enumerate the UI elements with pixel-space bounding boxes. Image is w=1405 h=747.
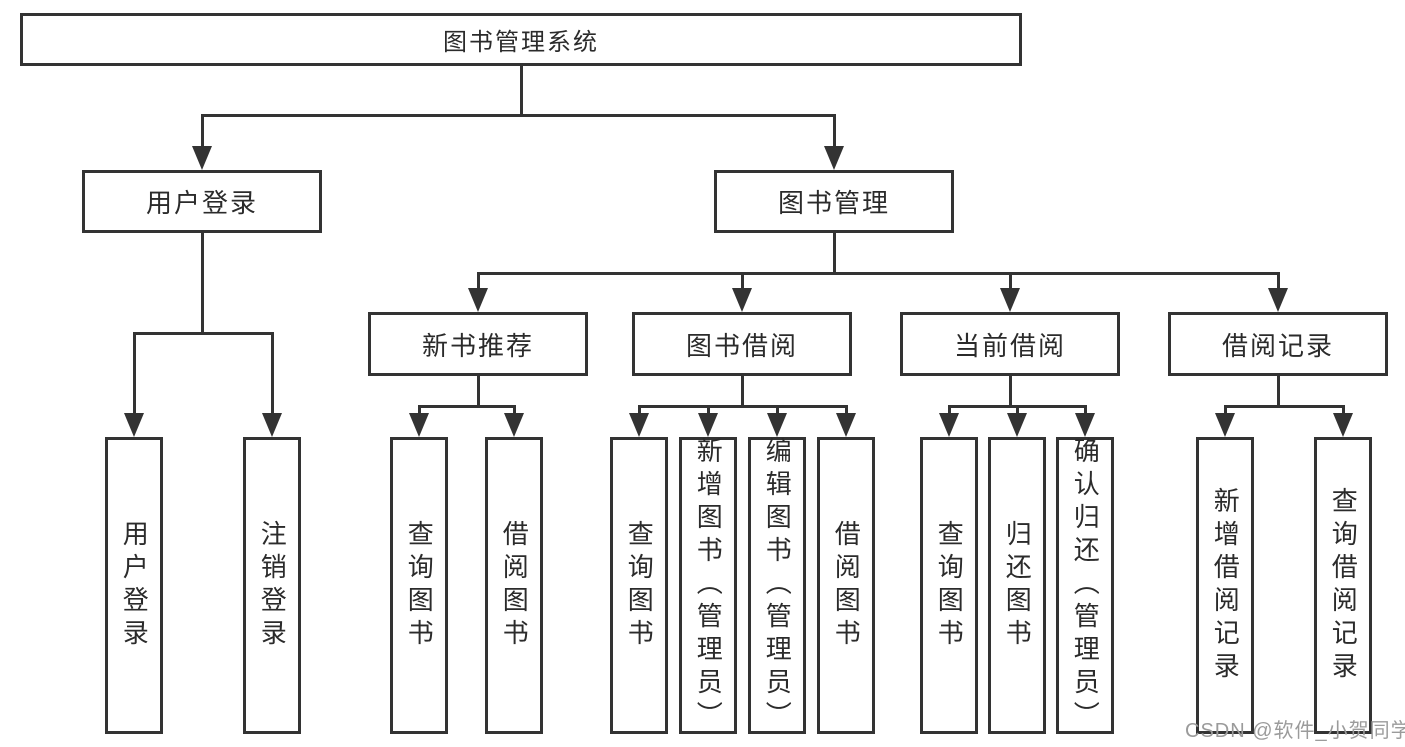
connector-arrow-line-borrow-records [1277,272,1280,290]
connector-book-management-stub [833,230,836,274]
node-user-login: 用户登录 [82,170,322,233]
connector-arrow-line-book-management [833,114,836,148]
connector-arrow-line-new-book [477,272,480,290]
connector-arrow-line-leaf-user-login [133,332,136,415]
leaf-add-borrow-record-label: 新增借阅记录 [1210,486,1241,685]
arrowhead-user-login [192,146,212,170]
connector-new-book-bar [418,405,516,408]
node-book-management: 图书管理 [714,170,954,233]
connector-arrow-line-user-login [201,114,204,148]
node-borrow-records: 借阅记录 [1168,312,1388,376]
node-book-borrow: 图书借阅 [632,312,852,376]
node-new-book-recommend: 新书推荐 [368,312,588,376]
node-root-library-system: 图书管理系统 [20,13,1022,66]
connector-arrow-line-leaf-11 [1084,405,1087,415]
leaf-query-book-recommend: 查询图书 [390,437,448,734]
arrowhead-book-management [824,146,844,170]
connector-level2-bar [201,114,835,117]
leaf-borrow-book: 借阅图书 [817,437,875,734]
connector-book-borrow-stub [741,374,744,408]
leaf-logout: 注销登录 [243,437,301,734]
leaf-query-book-borrow-label: 查询图书 [624,519,655,652]
leaf-query-book-recommend-label: 查询图书 [404,519,435,652]
connector-current-borrow-stub [1009,374,1012,408]
leaf-user-login-label: 用户登录 [119,519,150,652]
connector-arrow-line-leaf-13 [1342,405,1345,415]
arrowhead-leaf-user-login [124,413,144,437]
arrowhead-leaf-logout [262,413,282,437]
connector-arrow-line-book-borrow [741,272,744,290]
leaf-confirm-return-admin: 确认归还（管理员） [1056,437,1114,734]
leaf-add-book-admin: 新增图书（管理员） [679,437,737,734]
connector-book-borrow-bar [638,405,848,408]
arrowhead-current-borrow [1000,288,1020,312]
connector-arrow-line-leaf-4 [513,405,516,415]
connector-borrow-records-stub [1277,374,1280,408]
arrowhead-leaf-query-book-recommend [409,413,429,437]
leaf-query-borrow-record: 查询借阅记录 [1314,437,1372,734]
leaf-borrow-book-recommend-label: 借阅图书 [499,519,530,652]
arrowhead-leaf-borrow-book [836,413,856,437]
connector-level3-bar [477,272,1280,275]
node-current-borrow: 当前借阅 [900,312,1120,376]
connector-arrow-line-leaf-8 [845,405,848,415]
arrowhead-borrow-records [1268,288,1288,312]
connector-user-login-stub [201,230,204,334]
arrowhead-leaf-query-borrow-record [1333,413,1353,437]
connector-arrow-line-leaf-9 [948,405,951,415]
arrowhead-leaf-confirm-return [1075,413,1095,437]
connector-arrow-line-leaf-5 [638,405,641,415]
connector-arrow-line-leaf-12 [1224,405,1227,415]
arrowhead-leaf-borrow-book-recommend [504,413,524,437]
connector-new-book-stub [477,374,480,408]
connector-root-stub [520,66,523,116]
leaf-edit-book-admin: 编辑图书（管理员） [748,437,806,734]
connector-arrow-line-leaf-6 [707,405,710,415]
leaf-borrow-book-label: 借阅图书 [831,519,862,652]
leaf-edit-book-admin-label: 编辑图书（管理员） [762,437,793,734]
leaf-return-book: 归还图书 [988,437,1046,734]
arrowhead-leaf-add-borrow-record [1215,413,1235,437]
arrowhead-leaf-edit-book [767,413,787,437]
arrowhead-leaf-add-book [698,413,718,437]
arrowhead-book-borrow [732,288,752,312]
leaf-query-book-current-label: 查询图书 [934,519,965,652]
connector-arrow-line-leaf-10 [1016,405,1019,415]
leaf-logout-label: 注销登录 [257,519,288,652]
leaf-return-book-label: 归还图书 [1002,519,1033,652]
leaf-user-login: 用户登录 [105,437,163,734]
watermark: CSDN @软件_小贺同学 [1185,720,1405,742]
leaf-query-book-current: 查询图书 [920,437,978,734]
arrowhead-leaf-return-book [1007,413,1027,437]
arrowhead-new-book [468,288,488,312]
connector-borrow-records-bar [1224,405,1345,408]
leaf-borrow-book-recommend: 借阅图书 [485,437,543,734]
leaf-add-book-admin-label: 新增图书（管理员） [693,437,724,734]
leaf-add-borrow-record: 新增借阅记录 [1196,437,1254,734]
arrowhead-leaf-query-book-borrow [629,413,649,437]
leaf-query-book-borrow: 查询图书 [610,437,668,734]
leaf-query-borrow-record-label: 查询借阅记录 [1328,486,1359,685]
connector-arrow-line-leaf-3 [418,405,421,415]
connector-arrow-line-leaf-7 [776,405,779,415]
connector-user-login-bar [133,332,274,335]
leaf-confirm-return-admin-label: 确认归还（管理员） [1070,437,1101,734]
arrowhead-leaf-query-book-current [939,413,959,437]
connector-arrow-line-leaf-logout [271,332,274,415]
connector-arrow-line-current-borrow [1009,272,1012,290]
